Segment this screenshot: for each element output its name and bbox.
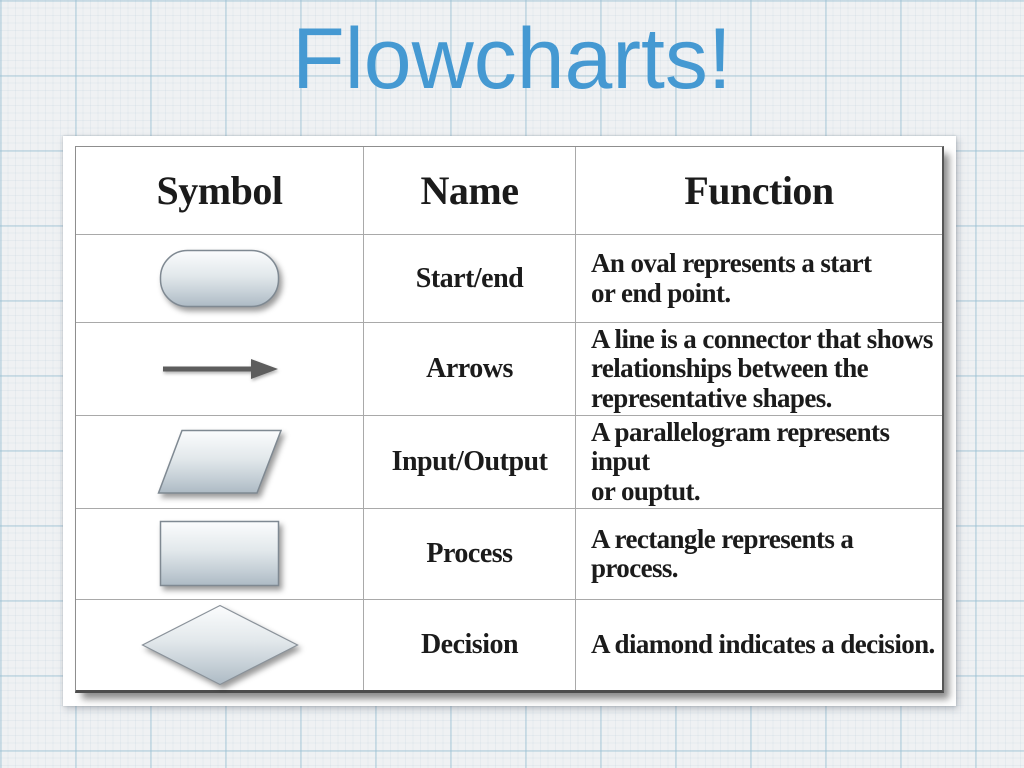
- symbol-cell: [76, 416, 364, 509]
- function-text: An oval represents a start or end point.: [591, 248, 872, 308]
- right-arrow-shape-icon: [162, 359, 278, 379]
- name-cell: Arrows: [364, 323, 576, 416]
- column-header-name: Name: [364, 147, 576, 235]
- function-text: A line is a connector that shows relatio…: [591, 324, 933, 413]
- symbol-cell: [76, 323, 364, 416]
- table-panel: Symbol Name Function St: [63, 136, 956, 706]
- symbol-cell: [76, 509, 364, 600]
- flowchart-symbol-table: Symbol Name Function St: [75, 146, 944, 693]
- function-text: A parallelogram represents input or oupt…: [591, 417, 890, 506]
- page-title: Flowcharts!: [292, 11, 732, 107]
- name-cell: Input/Output: [364, 416, 576, 509]
- function-text: A diamond indicates a decision.: [591, 629, 935, 660]
- rectangle-shape-icon: [159, 520, 279, 587]
- function-cell: An oval represents a start or end point.: [576, 235, 942, 323]
- name-cell: Start/end: [364, 235, 576, 323]
- function-cell: A line is a connector that shows relatio…: [576, 323, 942, 416]
- name-cell: Process: [364, 509, 576, 600]
- symbol-cell: [76, 600, 364, 690]
- oval-terminator-shape-icon: [159, 249, 279, 307]
- function-cell: A parallelogram represents input or oupt…: [576, 416, 942, 509]
- column-header-symbol: Symbol: [76, 147, 364, 235]
- function-cell: A diamond indicates a decision.: [576, 600, 942, 690]
- function-cell: A rectangle represents a process.: [576, 509, 942, 600]
- column-header-function: Function: [576, 147, 942, 235]
- symbol-cell: [76, 235, 364, 323]
- function-text: A rectangle represents a process.: [591, 523, 854, 583]
- parallelogram-shape-icon: [156, 429, 282, 494]
- name-cell: Decision: [364, 600, 576, 690]
- diamond-shape-icon: [140, 604, 299, 686]
